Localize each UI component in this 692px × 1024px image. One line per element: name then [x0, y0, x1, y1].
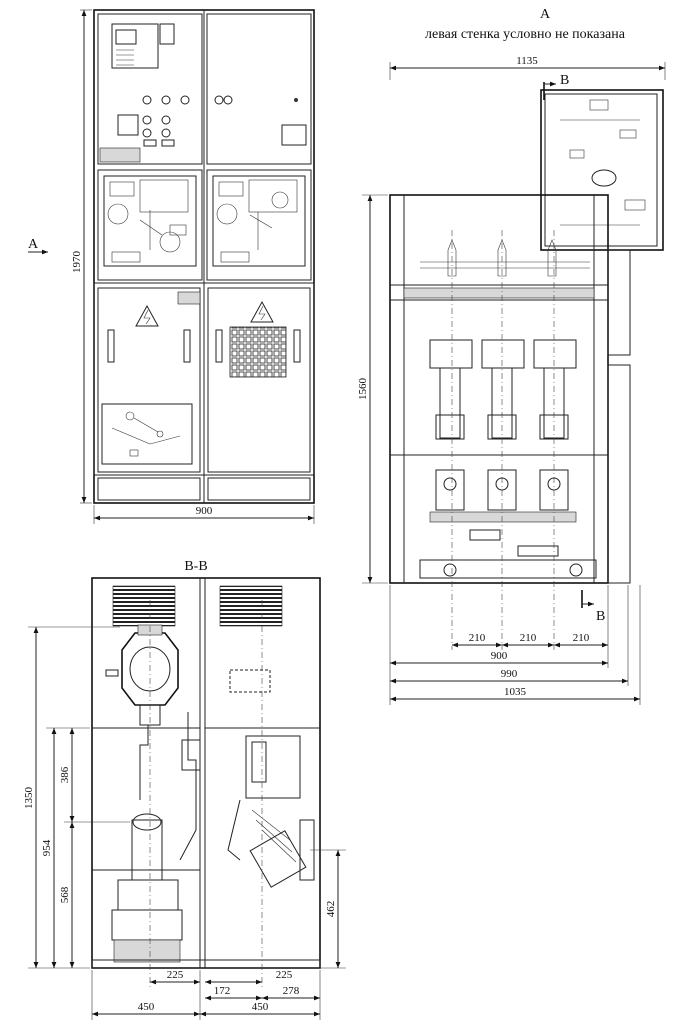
front-width-dim: 900	[196, 505, 213, 517]
section-dim-450-left: 450	[138, 1001, 155, 1013]
section-title: B-B	[184, 559, 207, 574]
side-pitch-dim-1: 210	[469, 632, 486, 644]
side-view	[362, 62, 666, 705]
section-mark-bottom-label: B	[596, 609, 605, 624]
side-dim-1035: 1035	[504, 686, 527, 698]
section-dim-954: 954	[41, 839, 53, 856]
section-dim-462: 462	[325, 901, 337, 918]
front-height-dim: 1970	[71, 251, 83, 274]
section-dim-386: 386	[59, 766, 71, 783]
section-dim-450-right: 450	[252, 1001, 269, 1013]
section-dim-1350: 1350	[23, 787, 35, 810]
section-dim-225-left: 225	[167, 969, 184, 981]
view-a-letter: A	[540, 7, 551, 22]
front-view-arrow-label: A	[28, 237, 39, 252]
side-pitch-dim-3: 210	[573, 632, 590, 644]
side-top-width-dim: 1135	[516, 55, 538, 67]
section-mark-top-label: B	[560, 73, 569, 88]
section-view	[28, 577, 346, 1020]
section-dim-278: 278	[283, 985, 300, 997]
section-dim-568: 568	[59, 886, 71, 903]
side-dim-900: 900	[491, 650, 508, 662]
view-a-note: левая стенка условно не показана	[425, 27, 626, 42]
side-height-dim: 1560	[357, 378, 369, 401]
side-dim-990: 990	[501, 668, 518, 680]
section-dim-225-right: 225	[276, 969, 293, 981]
side-pitch-dim-2: 210	[520, 632, 537, 644]
section-dim-172: 172	[214, 985, 231, 997]
front-view	[28, 9, 315, 524]
